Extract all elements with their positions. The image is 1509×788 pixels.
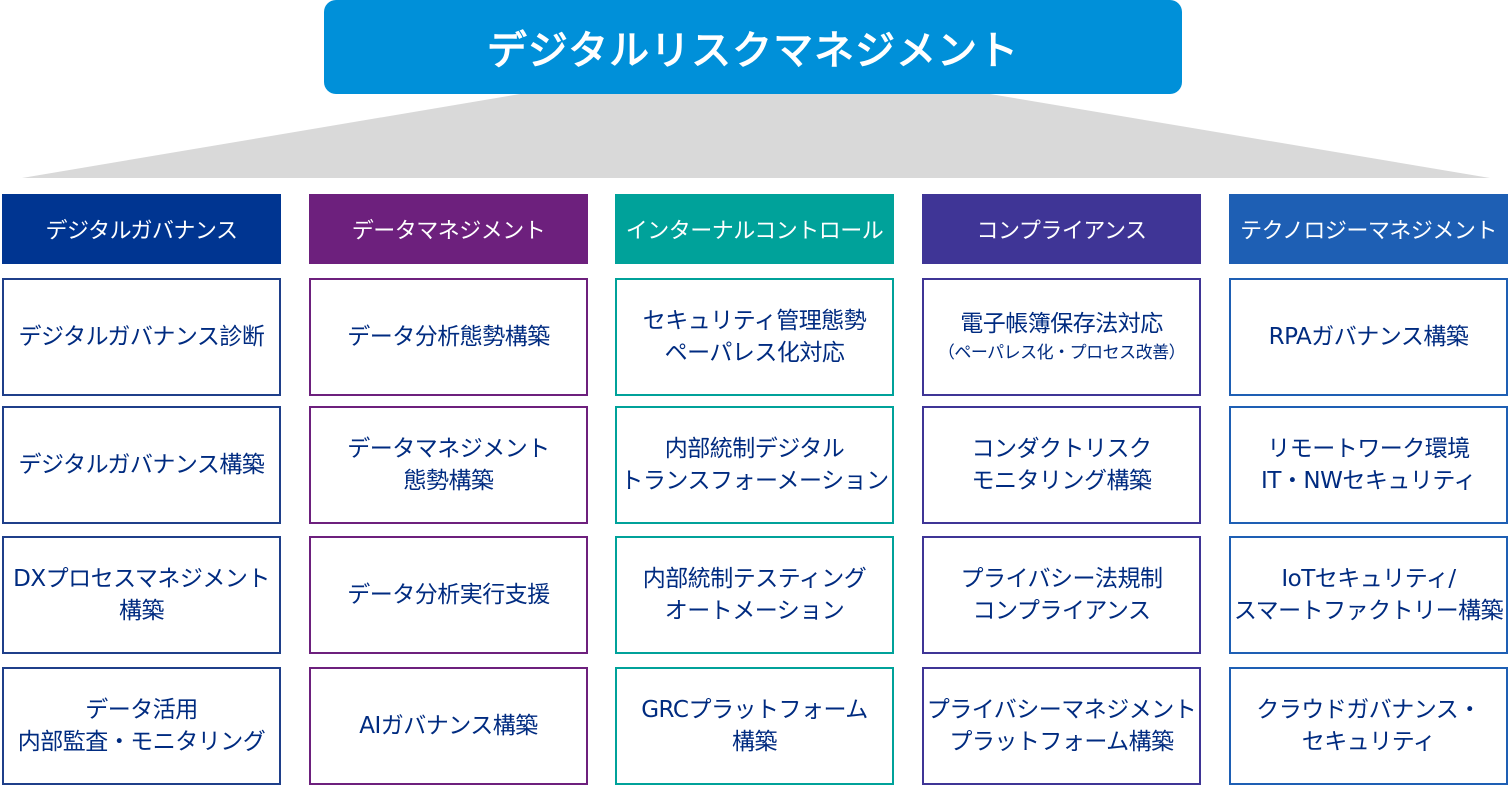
column-5: テクノロジーマネジメント RPAガバナンス構築リモートワーク環境 IT・NWセキュリ… xyxy=(1229,194,1508,785)
service-box: クラウドガバナンス・セキュリティ xyxy=(1229,667,1508,785)
title-banner: デジタルリスクマネジメント xyxy=(324,0,1182,94)
service-label-line: デジタルガバナンス診断 xyxy=(18,324,265,350)
service-box: 内部統制テスティングオートメーション xyxy=(615,536,894,654)
column-heading: テクノロジーマネジメント xyxy=(1229,194,1508,264)
service-box: デジタルガバナンス診断 xyxy=(2,278,281,396)
roof-trapezoid xyxy=(22,94,1490,178)
service-label-line: 態勢構築 xyxy=(403,468,495,494)
service-sublabel: （ペーパレス化・プロセス改善） xyxy=(937,343,1186,363)
service-box: プライバシー法規制コンプライアンス xyxy=(922,536,1201,654)
service-label-line: データマネジメント xyxy=(347,436,550,462)
service-box: データマネジメント態勢構築 xyxy=(309,406,588,524)
service-box: GRCプラットフォーム構築 xyxy=(615,667,894,785)
service-label-line: 内部統制テスティング xyxy=(642,566,867,592)
column-heading: コンプライアンス xyxy=(922,194,1201,264)
service-label-line: 内部監査・モニタリング xyxy=(17,729,266,755)
service-box: データ活用内部監査・モニタリング xyxy=(2,667,281,785)
service-label-line: 構築 xyxy=(732,729,778,755)
service-label-line: DXプロセスマネジメント xyxy=(13,566,270,592)
roof-shape xyxy=(22,94,1490,178)
service-label-line: ペーパレス化対応 xyxy=(664,340,845,366)
service-label-line: データ活用 xyxy=(85,697,198,723)
service-label-line: GRCプラットフォーム xyxy=(641,697,868,723)
service-box: IoTセキュリティ/スマートファクトリー構築 xyxy=(1229,536,1508,654)
service-label-line: IoTセキュリティ/ xyxy=(1281,566,1456,592)
service-label-line: スマートファクトリー構築 xyxy=(1233,598,1504,624)
service-label-line: RPAガバナンス構築 xyxy=(1268,324,1469,350)
service-label-line: オートメーション xyxy=(664,598,845,624)
service-box: リモートワーク環境 IT・NWセキュリティ xyxy=(1229,406,1508,524)
service-label-line: コンプライアンス xyxy=(972,598,1151,624)
column-2: データマネジメントデータ分析態勢構築データマネジメント態勢構築データ分析実行支援… xyxy=(309,194,588,785)
service-label-line: セキュリティ管理態勢 xyxy=(642,308,867,334)
service-box: 電子帳簿保存法対応 （ペーパレス化・プロセス改善） xyxy=(922,278,1201,396)
service-label-line: デジタルガバナンス構築 xyxy=(18,452,265,478)
service-label-line: IT・NWセキュリティ xyxy=(1261,468,1476,494)
service-label-line: 構築 xyxy=(119,598,165,624)
service-box: DXプロセスマネジメント構築 xyxy=(2,536,281,654)
service-label-line: リモートワーク環境 xyxy=(1267,436,1470,462)
service-label-line: セキュリティ xyxy=(1301,729,1436,755)
service-box: 内部統制デジタルトランスフォーメーション xyxy=(615,406,894,524)
service-label-line: プライバシー法規制 xyxy=(960,566,1163,592)
service-box: デジタルガバナンス構築 xyxy=(2,406,281,524)
service-box: コンダクトリスクモニタリング構築 xyxy=(922,406,1201,524)
service-label-line: コンダクトリスク xyxy=(971,436,1153,462)
column-heading: インターナルコントロール xyxy=(615,194,894,264)
service-label-line: クラウドガバナンス・ xyxy=(1256,697,1481,723)
service-box: データ分析態勢構築 xyxy=(309,278,588,396)
column-heading: データマネジメント xyxy=(309,194,588,264)
column-heading: デジタルガバナンス xyxy=(2,194,281,264)
service-label-line: 内部統制デジタル xyxy=(664,436,845,462)
service-box: セキュリティ管理態勢ペーパレス化対応 xyxy=(615,278,894,396)
column-1: デジタルガバナンスデジタルガバナンス診断デジタルガバナンス構築 DXプロセスマネジ… xyxy=(2,194,281,785)
service-label-line: プラットフォーム構築 xyxy=(949,729,1174,755)
service-box: プライバシーマネジメントプラットフォーム構築 xyxy=(922,667,1201,785)
service-box: データ分析実行支援 xyxy=(309,536,588,654)
service-label-line: AIガバナンス構築 xyxy=(359,713,538,739)
column-3: インターナルコントロールセキュリティ管理態勢ペーパレス化対応内部統制デジタルトラ… xyxy=(615,194,894,785)
service-label-line: 電子帳簿保存法対応 xyxy=(960,311,1163,337)
service-label-line: モニタリング構築 xyxy=(971,468,1153,494)
service-label-line: データ分析態勢構築 xyxy=(347,324,550,350)
service-label-line: トランスフォーメーション xyxy=(620,468,889,494)
column-4: コンプライアンス電子帳簿保存法対応（ペーパレス化・プロセス改善）コンダクトリスク… xyxy=(922,194,1201,785)
title-text: デジタルリスクマネジメント xyxy=(486,28,1020,74)
service-label-line: データ分析実行支援 xyxy=(347,582,550,608)
service-box: RPAガバナンス構築 xyxy=(1229,278,1508,396)
service-box: AIガバナンス構築 xyxy=(309,667,588,785)
service-label-line: プライバシーマネジメント xyxy=(926,697,1197,723)
